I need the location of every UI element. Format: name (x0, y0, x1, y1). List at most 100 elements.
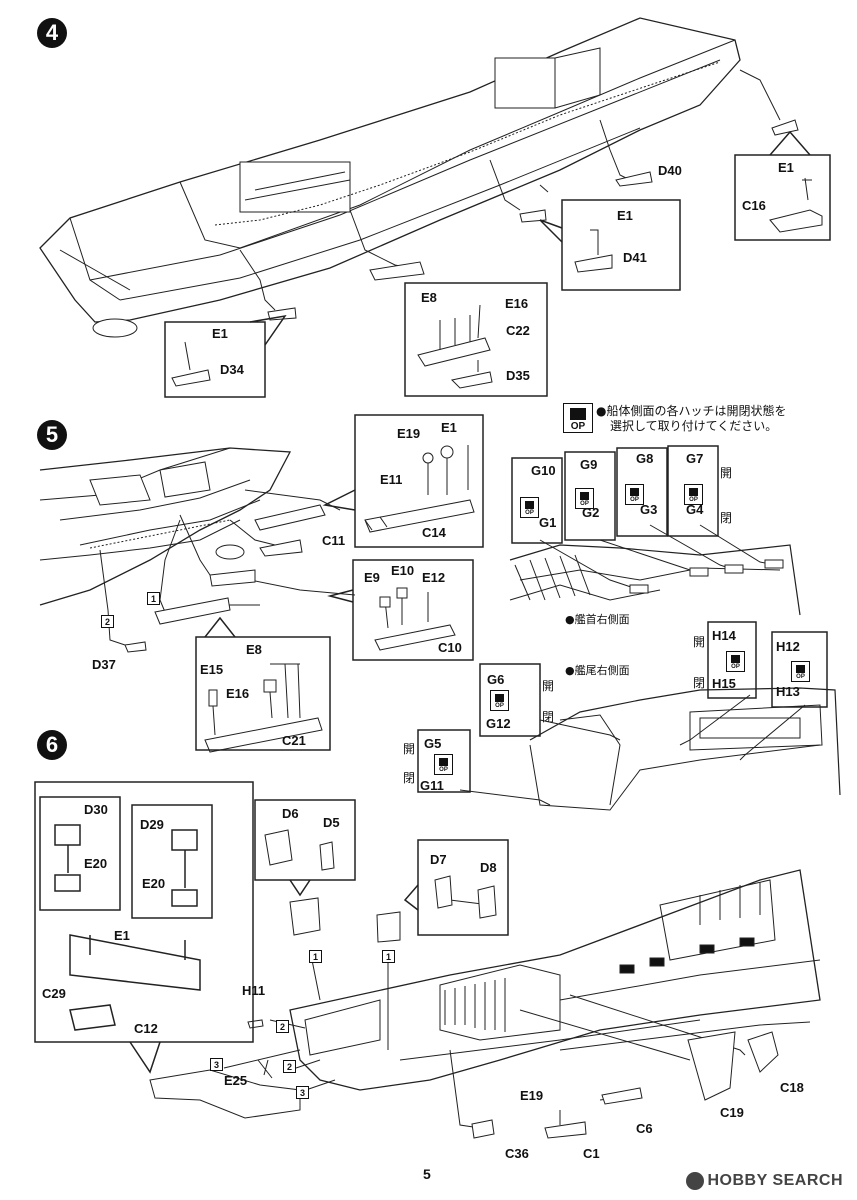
watermark: HOBBY SEARCH (685, 1172, 844, 1190)
state-open: 開 (542, 679, 555, 693)
part-label: G3 (640, 502, 658, 517)
part-label: G4 (686, 502, 704, 517)
part-label: C36 (505, 1146, 529, 1161)
step5-hatch-boxes (417, 445, 828, 793)
step5-bow-right-side (509, 524, 801, 616)
state-open: 開 (403, 742, 416, 756)
option-icon: OP (684, 484, 703, 505)
part-label: E16 (226, 686, 250, 701)
part-label: G6 (487, 672, 505, 687)
view-label-bow: ●艦首右側面 (565, 613, 630, 626)
part-label: C14 (422, 525, 446, 540)
part-label: E19 (520, 1088, 544, 1103)
option-icon: OP (434, 754, 453, 775)
note-line-2: 選択して取り付けてください。 (610, 419, 778, 433)
part-label: H12 (776, 639, 800, 654)
note-line-1: ●船体側面の各ハッチは開閉状態を (596, 404, 787, 418)
part-label: G2 (582, 505, 600, 520)
callout-number: 1 (147, 592, 160, 605)
part-label: D29 (140, 817, 164, 832)
part-label: E8 (246, 642, 262, 657)
part-label: D5 (323, 815, 340, 830)
step4-part-sketches (171, 119, 823, 389)
option-icon: OP (726, 651, 745, 672)
state-closed: 閉 (720, 511, 733, 525)
part-label: C18 (780, 1080, 804, 1095)
part-label: E9 (364, 570, 380, 585)
step5-stern-right-side (459, 687, 841, 811)
state-closed: 閉 (403, 771, 416, 785)
step6-part-sketches (149, 829, 779, 1139)
part-label: D37 (92, 657, 116, 672)
part-label: D7 (430, 852, 447, 867)
callout-number: 3 (210, 1058, 223, 1071)
part-label: G1 (539, 515, 557, 530)
part-label: G10 (531, 463, 556, 478)
step-number-6: 6 (37, 730, 67, 760)
part-label: E20 (84, 856, 108, 871)
option-icon: OP (625, 484, 644, 505)
part-label: D34 (220, 362, 244, 377)
part-label: H15 (712, 676, 736, 691)
part-label: D41 (623, 250, 647, 265)
part-label: C22 (506, 323, 530, 338)
part-label: E1 (212, 326, 228, 341)
part-label: E11 (380, 472, 403, 487)
step5-zoom-boxes (195, 414, 484, 751)
view-label-stern: ●艦尾右側面 (565, 664, 630, 677)
state-open: 開 (720, 466, 733, 480)
part-label: H13 (776, 684, 800, 699)
callout-number: 2 (276, 1020, 289, 1033)
part-label: D8 (480, 860, 497, 875)
option-icon: OP (563, 403, 593, 433)
part-label: C6 (636, 1121, 653, 1136)
part-label: E1 (617, 208, 633, 223)
step5-bow-drawing (39, 447, 292, 606)
part-label: D6 (282, 806, 299, 821)
part-label: E19 (397, 426, 421, 441)
part-label: E16 (505, 296, 529, 311)
callout-number: 1 (309, 950, 322, 963)
part-label: C19 (720, 1105, 744, 1120)
part-label: C1 (583, 1146, 600, 1161)
part-label: C29 (42, 986, 66, 1001)
state-closed: 閉 (693, 676, 706, 690)
state-closed: 閉 (542, 710, 555, 724)
part-label: E15 (200, 662, 224, 677)
option-icon: OP (490, 690, 509, 711)
part-label: C10 (438, 640, 462, 655)
step-number-5: 5 (37, 420, 67, 450)
state-open: 開 (693, 635, 706, 649)
step4-zoom-boxes (164, 130, 831, 398)
watermark-logo-icon (685, 1172, 704, 1190)
step5-part-sketches (124, 445, 475, 753)
part-label: G7 (686, 451, 704, 466)
part-label: D30 (84, 802, 108, 817)
callout-number: 2 (101, 615, 114, 628)
part-label: G5 (424, 736, 442, 751)
part-label: H14 (712, 628, 736, 643)
step6-zoom-boxes (34, 781, 509, 1074)
option-icon: OP (791, 661, 810, 682)
callout-number: 1 (382, 950, 395, 963)
part-label: G11 (420, 778, 444, 793)
option-icon: OP (575, 488, 594, 509)
part-label: E12 (422, 570, 446, 585)
part-label: C16 (742, 198, 766, 213)
part-label: C12 (134, 1021, 158, 1036)
part-label: G12 (486, 716, 511, 731)
part-label: E25 (224, 1073, 248, 1088)
part-label: E1 (114, 928, 130, 943)
part-label: E20 (142, 876, 166, 891)
part-label: G8 (636, 451, 654, 466)
part-label: E1 (778, 160, 794, 175)
page-number: 5 (423, 1166, 431, 1182)
callout-number: 3 (296, 1086, 309, 1099)
watermark-text: HOBBY SEARCH (707, 1172, 843, 1189)
step6-hull-drawing (289, 869, 821, 1091)
step4-hull-drawing (39, 17, 741, 338)
part-label: E1 (441, 420, 457, 435)
option-icon: OP (520, 497, 539, 518)
